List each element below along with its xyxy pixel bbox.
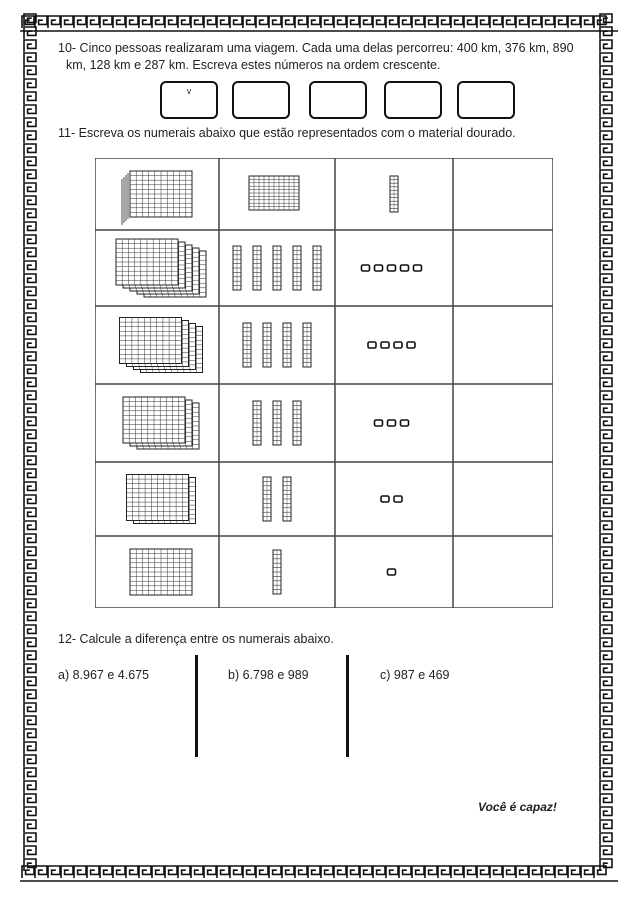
tens-cell — [242, 322, 312, 368]
answer-box-5[interactable] — [457, 81, 515, 119]
hundreds-cell — [129, 548, 193, 596]
tens-cell — [252, 400, 302, 446]
tens-cell — [272, 549, 282, 595]
question-12: 12- Calcule a diferença entre os numerai… — [58, 632, 334, 646]
hundreds-cell — [122, 396, 200, 450]
tens-cell — [262, 476, 292, 522]
answer-box-4[interactable] — [384, 81, 442, 119]
hundreds-cell — [119, 317, 203, 373]
units-cell — [367, 341, 416, 349]
operation-c: c) 987 e 469 — [380, 668, 450, 682]
base-ten-blocks-table — [95, 158, 553, 608]
units-cell — [360, 264, 423, 272]
question-10-line1: 10- Cinco pessoas realizaram uma viagem.… — [58, 41, 574, 55]
tens-cell — [248, 175, 300, 211]
hundreds-cell — [121, 170, 193, 225]
question-10-line2: km, 128 km e 287 km. Escreva estes númer… — [66, 58, 441, 72]
hundreds-cell — [126, 474, 196, 524]
base-ten-blocks-grid — [95, 158, 553, 608]
tens-cell — [232, 245, 322, 291]
question-10: 10- Cinco pessoas realizaram uma viagem.… — [58, 40, 598, 74]
border-left — [23, 13, 37, 871]
operation-b: b) 6.798 e 989 — [228, 668, 309, 682]
units-cell — [380, 495, 403, 503]
answer-box-3[interactable] — [309, 81, 367, 119]
units-cell — [373, 419, 410, 427]
divider-line-2 — [346, 655, 349, 757]
units-cell — [389, 175, 399, 213]
hundreds-cell — [115, 238, 207, 298]
units-cell — [386, 568, 397, 576]
answer-box-2[interactable] — [232, 81, 290, 119]
operation-a: a) 8.967 e 4.675 — [58, 668, 150, 682]
answer-box-mark: v — [186, 86, 192, 96]
divider-line-1 — [195, 655, 198, 757]
motto-text: Você é capaz! — [478, 800, 557, 814]
question-11: 11- Escreva os numerais abaixo que estão… — [58, 126, 516, 140]
border-bottom — [20, 865, 618, 882]
answer-box-1[interactable]: v — [160, 81, 218, 119]
border-top — [20, 15, 618, 32]
border-right — [599, 13, 613, 871]
